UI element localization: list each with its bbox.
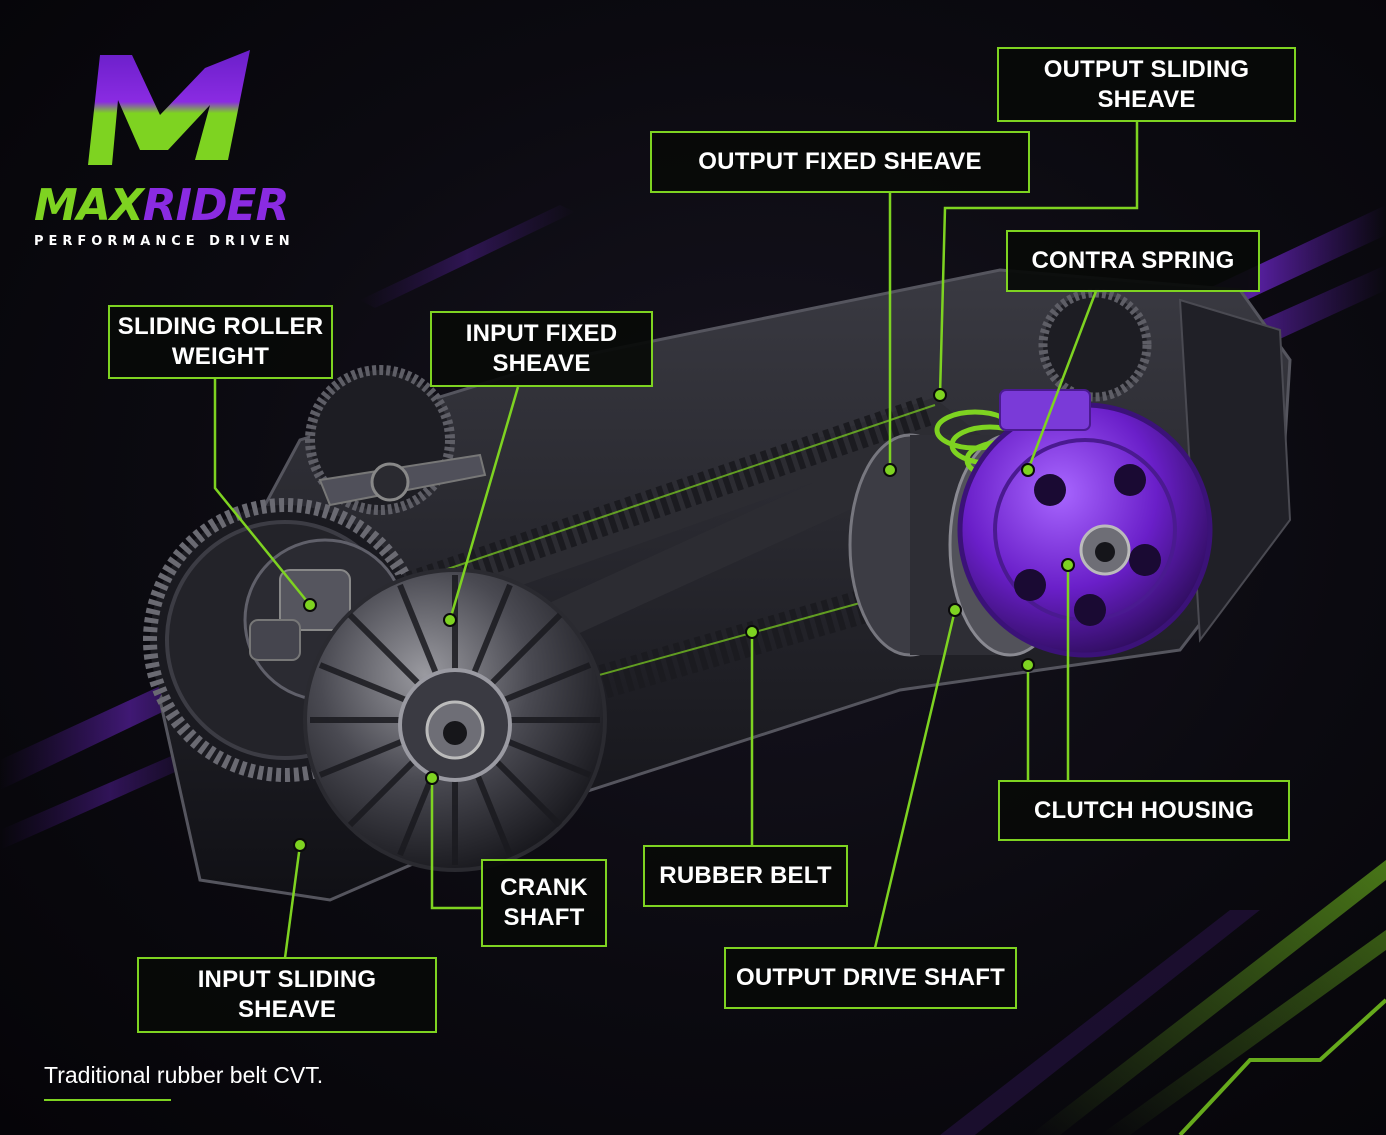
label-input-fixed-sheave: INPUT FIXED SHEAVE xyxy=(430,311,653,387)
caption-underline xyxy=(44,1099,171,1101)
label-line: INPUT FIXED xyxy=(465,320,618,347)
dot-clutch-housing-a xyxy=(1021,658,1035,672)
dot-input-fixed-sheave xyxy=(443,613,457,627)
label-line: CLUTCH HOUSING xyxy=(1033,796,1255,824)
dot-output-fixed-sheave xyxy=(883,463,897,477)
dot-output-sliding-sheave xyxy=(933,388,947,402)
label-output-fixed-sheave: OUTPUT FIXED SHEAVE xyxy=(650,131,1030,193)
dot-sliding-roller-weight xyxy=(303,598,317,612)
label-line: WEIGHT xyxy=(171,343,270,370)
label-line: CONTRA SPRING xyxy=(1031,247,1235,274)
label-clutch-housing: CLUTCH HOUSING xyxy=(998,780,1290,841)
dot-contra-spring xyxy=(1021,463,1035,477)
label-line: SHEAVE xyxy=(1097,85,1196,113)
brand-name-max: MAX xyxy=(34,180,144,231)
label-output-drive-shaft: OUTPUT DRIVE SHAFT xyxy=(724,947,1017,1009)
dot-rubber-belt xyxy=(745,625,759,639)
label-line: SLIDING ROLLER xyxy=(117,313,324,340)
label-rubber-belt: RUBBER BELT xyxy=(643,845,848,907)
label-line: SHAFT xyxy=(503,904,585,931)
label-contra-spring: CONTRA SPRING xyxy=(1006,230,1260,292)
dot-input-sliding-sheave xyxy=(293,838,307,852)
label-line: SHEAVE xyxy=(237,996,337,1023)
dot-clutch-housing-b xyxy=(1061,558,1075,572)
brand-name-rider: RIDER xyxy=(142,180,290,231)
label-line: CRANK xyxy=(500,874,588,901)
label-output-sliding-sheave: OUTPUT SLIDING SHEAVE xyxy=(997,47,1296,122)
label-sliding-roller-weight: SLIDING ROLLER WEIGHT xyxy=(108,305,333,379)
brand-wordmark: MAXRIDER xyxy=(34,178,290,234)
label-line: OUTPUT FIXED SHEAVE xyxy=(698,148,982,175)
figure-caption: Traditional rubber belt CVT. xyxy=(44,1062,324,1088)
label-line: OUTPUT SLIDING xyxy=(1043,55,1250,83)
label-line: INPUT SLIDING xyxy=(197,966,377,993)
label-crank-shaft: CRANK SHAFT xyxy=(481,859,607,947)
label-line: OUTPUT DRIVE SHAFT xyxy=(736,964,1005,991)
brand-tagline: PERFORMANCE DRIVEN xyxy=(34,234,295,249)
dot-output-drive-shaft xyxy=(948,603,962,617)
dot-crank-shaft xyxy=(425,771,439,785)
label-line: SHEAVE xyxy=(492,350,591,377)
label-input-sliding-sheave: INPUT SLIDING SHEAVE xyxy=(137,957,437,1033)
label-line: RUBBER BELT xyxy=(659,862,832,889)
